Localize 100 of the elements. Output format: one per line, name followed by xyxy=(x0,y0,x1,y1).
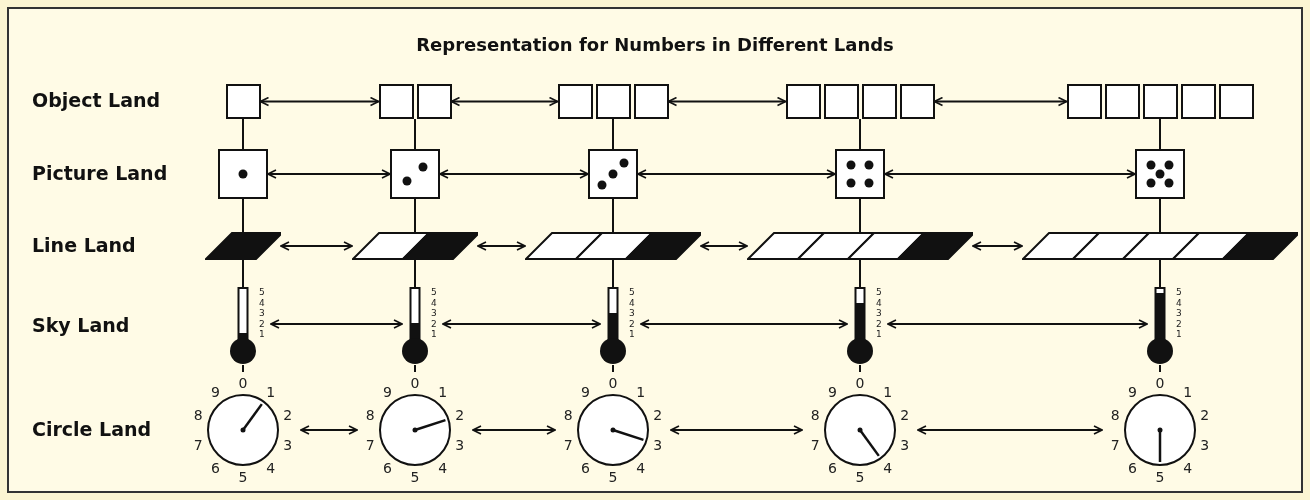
double-arrow xyxy=(700,241,748,251)
double-arrow xyxy=(477,241,526,251)
dial-number: 6 xyxy=(1126,459,1138,477)
connector-line xyxy=(242,118,244,150)
dial-number: 3 xyxy=(282,435,294,454)
dial-number: 3 xyxy=(454,435,466,454)
double-arrow xyxy=(637,169,836,179)
dial-number: 8 xyxy=(809,406,821,425)
connector-line xyxy=(414,259,416,288)
scale-number: 2 xyxy=(876,318,882,329)
connector-line xyxy=(612,364,614,373)
dial-number: 4 xyxy=(1182,459,1194,477)
dial-number: 6 xyxy=(826,459,838,477)
dial-number: 9 xyxy=(1126,382,1138,401)
scale-number: 3 xyxy=(876,308,882,318)
scale-number: 1 xyxy=(1176,329,1182,339)
connector-line xyxy=(612,259,614,288)
dial-number: 1 xyxy=(882,382,894,401)
dial-number: 0 xyxy=(1154,374,1166,392)
scale-number: 2 xyxy=(1176,318,1182,329)
connector-line xyxy=(1159,198,1161,233)
dial-number: 9 xyxy=(209,382,221,401)
dial-number: 6 xyxy=(381,459,393,477)
scale-number: 4 xyxy=(1176,297,1182,308)
row-label: Sky Land xyxy=(32,314,130,336)
dial-number: 4 xyxy=(437,459,449,477)
scale-number: 5 xyxy=(431,287,437,297)
connector-line xyxy=(612,198,614,233)
double-arrow xyxy=(933,96,1068,107)
dial-number: 8 xyxy=(1109,406,1121,425)
dial-number: 9 xyxy=(381,382,393,401)
dial-number: 5 xyxy=(854,468,866,486)
connector-line xyxy=(242,259,244,288)
dial-number: 2 xyxy=(454,406,466,425)
scale-number: 1 xyxy=(629,329,635,339)
diagram-title: Representation for Numbers in Different Lands xyxy=(415,34,895,55)
connector-line xyxy=(414,118,416,150)
row-label: Picture Land xyxy=(32,162,168,184)
double-arrow xyxy=(667,96,787,107)
connector-line xyxy=(242,198,244,233)
double-arrow xyxy=(917,425,1103,435)
dial-number: 6 xyxy=(579,459,591,477)
dial-number: 7 xyxy=(192,435,204,454)
dial-number: 3 xyxy=(1199,435,1211,454)
scale-number: 4 xyxy=(259,297,265,308)
double-arrow xyxy=(640,319,848,329)
connector-line xyxy=(859,364,861,373)
dial-number: 3 xyxy=(899,435,911,454)
dial-number: 5 xyxy=(1154,468,1166,486)
dial-number: 0 xyxy=(409,374,421,392)
scale-number: 5 xyxy=(629,287,635,297)
dial-number: 7 xyxy=(809,435,821,454)
dial-number: 2 xyxy=(282,406,294,425)
scale-number: 4 xyxy=(431,297,437,308)
double-arrow xyxy=(270,319,403,329)
dial-number: 5 xyxy=(237,468,249,486)
scale-number: 2 xyxy=(431,318,437,329)
connector-line xyxy=(414,364,416,373)
dial-number: 8 xyxy=(562,406,574,425)
dial-number: 8 xyxy=(192,406,204,425)
connector-line xyxy=(1159,364,1161,373)
dial-number: 0 xyxy=(237,374,249,392)
scale-number: 3 xyxy=(431,308,437,318)
dial-number: 7 xyxy=(364,435,376,454)
dial-number: 3 xyxy=(652,435,664,454)
connector-line xyxy=(1159,259,1161,288)
scale-number: 5 xyxy=(1176,287,1182,297)
dial-number: 6 xyxy=(209,459,221,477)
dial-number: 0 xyxy=(854,374,866,392)
connector-line xyxy=(859,198,861,233)
dial-number: 1 xyxy=(1182,382,1194,401)
dial-number: 7 xyxy=(562,435,574,454)
dial-number: 4 xyxy=(882,459,894,477)
double-arrow xyxy=(884,169,1136,179)
dial-number: 8 xyxy=(364,406,376,425)
double-arrow xyxy=(300,425,358,435)
row-label: Line Land xyxy=(32,234,136,256)
double-arrow xyxy=(472,425,556,435)
scale-number: 3 xyxy=(259,308,265,318)
dial-number: 4 xyxy=(635,459,647,477)
scale-number: 4 xyxy=(876,297,882,308)
dial-number: 0 xyxy=(607,374,619,392)
dial-number: 5 xyxy=(607,468,619,486)
dial-number: 9 xyxy=(826,382,838,401)
dial-number: 1 xyxy=(265,382,277,401)
scale-number: 1 xyxy=(259,329,265,339)
dial-number: 1 xyxy=(635,382,647,401)
row-label: Circle Land xyxy=(32,418,152,440)
scale-number: 3 xyxy=(1176,308,1182,318)
double-arrow xyxy=(887,319,1148,329)
connector-line xyxy=(612,118,614,150)
connector-line xyxy=(414,198,416,233)
scale-number: 3 xyxy=(629,308,635,318)
dial-number: 2 xyxy=(899,406,911,425)
scale-number: 5 xyxy=(259,287,265,297)
double-arrow xyxy=(450,96,559,107)
scale-number: 4 xyxy=(629,297,635,308)
scale-number: 1 xyxy=(876,329,882,339)
connector-line xyxy=(1159,118,1161,150)
connector-line xyxy=(859,259,861,288)
